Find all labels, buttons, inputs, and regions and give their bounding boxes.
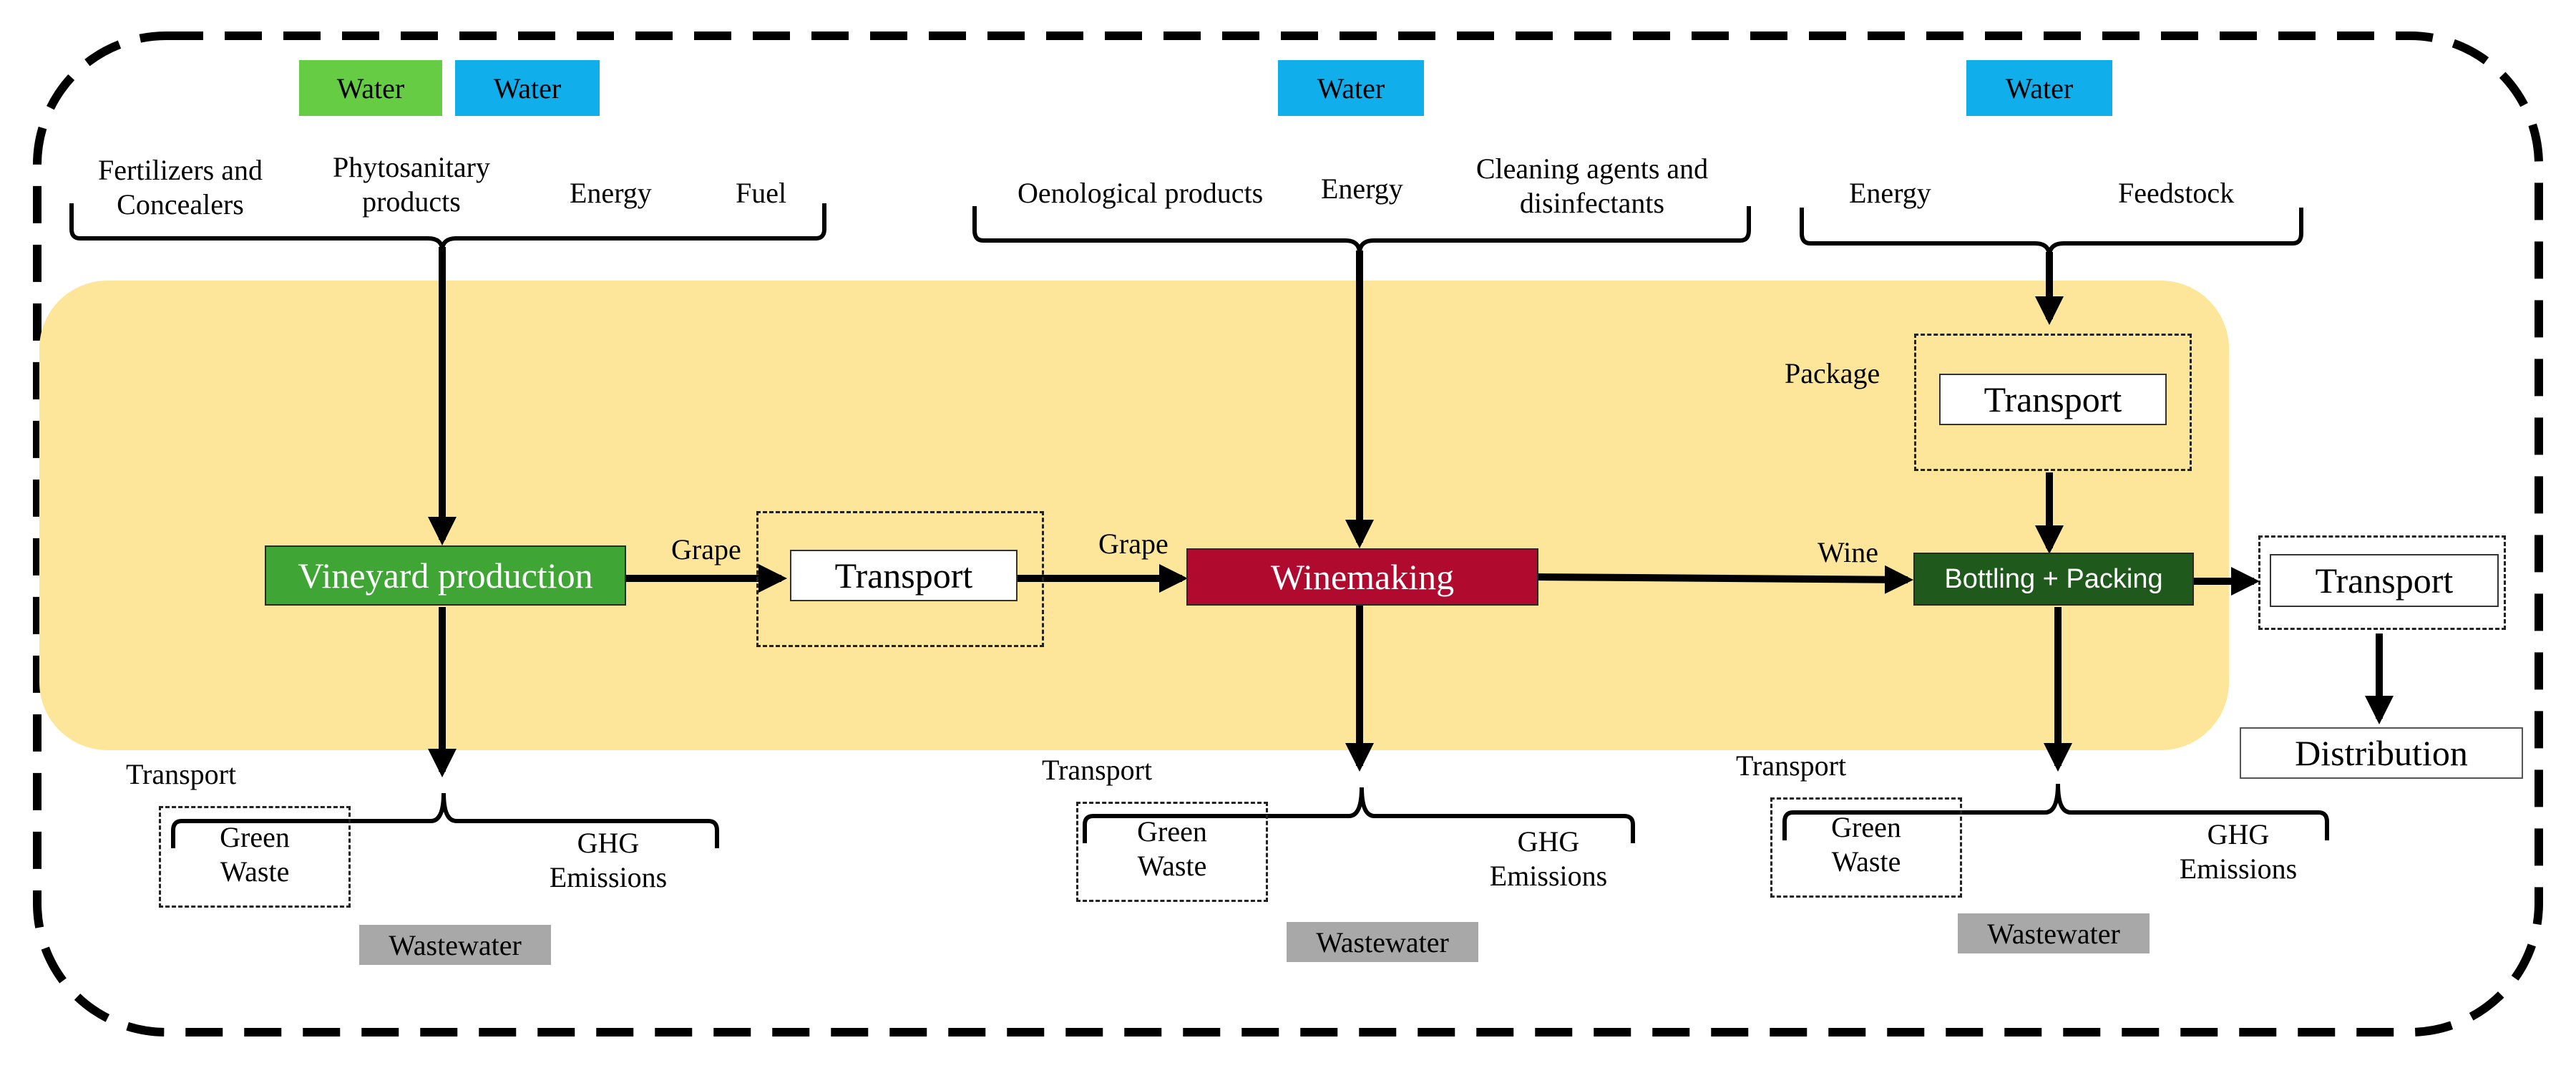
output-transport-bottling: Transport: [1736, 749, 1847, 782]
green-waste-line1: Green: [1137, 815, 1207, 848]
input-energy-vineyard: Energy: [570, 177, 652, 209]
water-label: Water: [1317, 72, 1385, 105]
flow-label-grape-2: Grape: [1098, 528, 1169, 560]
output-ghg-winemaking: GHG Emissions: [1470, 825, 1627, 893]
ghg-line1: GHG: [577, 827, 640, 859]
process-bottling-label: Bottling + Packing: [1944, 563, 2163, 594]
foreground-system-area: [39, 281, 2229, 750]
process-transport-package-label: Transport: [1984, 379, 2122, 419]
input-fertilizers-line1: Fertilizers and: [98, 154, 263, 186]
vineyard-output-brace: [171, 792, 719, 848]
process-transport-out-label: Transport: [2315, 560, 2454, 601]
input-fertilizers-line2: Concealers: [117, 188, 244, 220]
process-vineyard-label: Vineyard production: [298, 555, 593, 596]
input-fuel: Fuel: [736, 177, 787, 209]
input-phytosanitary-line2: products: [362, 185, 461, 218]
green-waste-line2: Waste: [1831, 845, 1901, 878]
ghg-line2: Emissions: [2179, 853, 2298, 885]
green-waste-winemaking-boundary: [1076, 802, 1268, 902]
bottling-output-brace: [1782, 783, 2329, 840]
output-transport-vineyard: Transport: [126, 758, 237, 790]
output-ghg-bottling: GHG Emissions: [2160, 817, 2317, 886]
water-input-vineyard-blue: Water: [455, 60, 600, 116]
process-transport-1: Transport: [790, 550, 1018, 601]
system-boundary: [33, 31, 2543, 1037]
water-input-vineyard-green: Water: [299, 60, 442, 116]
green-waste-vineyard-boundary: [159, 806, 351, 908]
transport-out-boundary: [2258, 535, 2506, 630]
input-cleaning-line1: Cleaning agents and: [1475, 152, 1709, 185]
process-winemaking: Winemaking: [1186, 548, 1538, 606]
green-waste-line1: Green: [1831, 811, 1901, 843]
bottling-input-brace: [1800, 208, 2303, 257]
input-oenological-products: Oenological products: [1018, 177, 1264, 209]
process-distribution: Distribution: [2240, 727, 2523, 779]
output-wastewater-bottling: Wastewater: [1958, 913, 2150, 953]
ghg-line2: Emissions: [549, 861, 668, 893]
wastewater-label: Wastewater: [1316, 926, 1449, 958]
output-green-waste-vineyard: Green Waste: [159, 820, 351, 889]
output-wastewater-winemaking: Wastewater: [1287, 922, 1478, 962]
output-green-waste-bottling: Green Waste: [1770, 810, 1962, 879]
process-winemaking-label: Winemaking: [1270, 557, 1455, 597]
process-transport-package: Transport: [1939, 374, 2167, 425]
input-feedstock: Feedstock: [2118, 177, 2235, 209]
input-energy-bottling: Energy: [1849, 177, 1931, 209]
green-waste-line2: Waste: [1137, 850, 1207, 882]
output-wastewater-vineyard: Wastewater: [359, 925, 551, 965]
process-transport-1-label: Transport: [834, 555, 973, 596]
transport-1-boundary: [756, 511, 1044, 647]
water-input-bottling: Water: [1966, 60, 2112, 116]
input-phytosanitary-line1: Phytosanitary: [333, 151, 490, 183]
wastewater-label: Wastewater: [1987, 917, 2120, 950]
flow-label-grape-1: Grape: [671, 533, 741, 565]
input-energy-winemaking: Energy: [1321, 173, 1403, 205]
ghg-line1: GHG: [1517, 825, 1580, 858]
input-cleaning-agents: Cleaning agents and disinfectants: [1460, 152, 1724, 220]
input-fertilizers: Fertilizers and Concealers: [80, 153, 280, 222]
water-input-winemaking: Water: [1278, 60, 1424, 116]
winemaking-output-brace: [1083, 787, 1635, 843]
flow-label-package: Package: [1785, 357, 1880, 389]
output-green-waste-winemaking: Green Waste: [1076, 815, 1268, 883]
input-phytosanitary: Phytosanitary products: [315, 150, 508, 219]
water-label: Water: [2005, 72, 2074, 105]
process-vineyard-production: Vineyard production: [265, 545, 626, 606]
green-waste-bottling-boundary: [1770, 797, 1962, 898]
water-label: Water: [336, 72, 405, 105]
output-ghg-vineyard: GHG Emissions: [530, 826, 687, 895]
process-transport-out: Transport: [2270, 554, 2499, 607]
process-distribution-label: Distribution: [2295, 733, 2468, 773]
ghg-line2: Emissions: [1489, 860, 1608, 892]
water-label: Water: [493, 72, 562, 105]
input-cleaning-line2: disinfectants: [1519, 187, 1665, 219]
green-waste-line2: Waste: [220, 855, 290, 888]
flow-label-wine: Wine: [1818, 536, 1879, 568]
wastewater-label: Wastewater: [389, 928, 522, 961]
output-transport-winemaking: Transport: [1042, 754, 1153, 786]
package-transport-boundary: [1914, 334, 2192, 471]
ghg-line1: GHG: [2207, 818, 2270, 850]
process-bottling-packing: Bottling + Packing: [1913, 553, 2194, 606]
arrow-winemaking-to-bottling: [1538, 565, 1913, 594]
green-waste-line1: Green: [220, 821, 290, 853]
